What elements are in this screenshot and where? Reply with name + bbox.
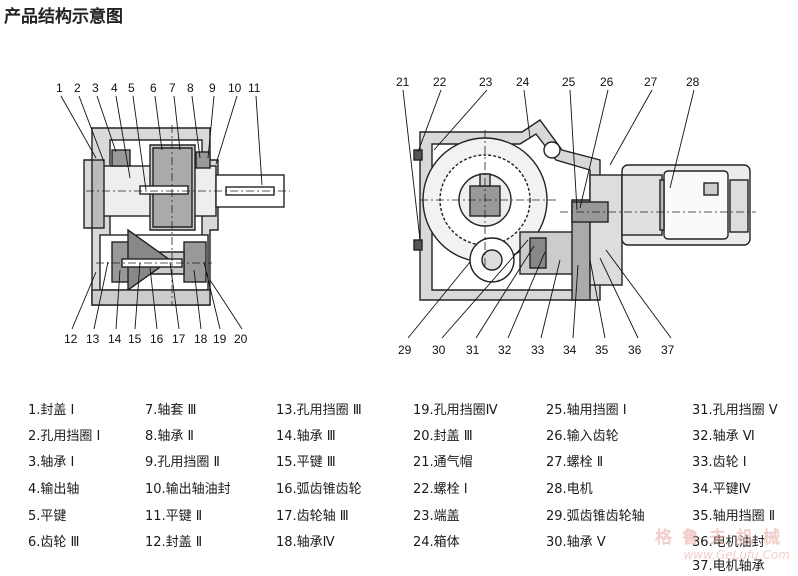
callout-11: 11	[248, 81, 261, 95]
callout-25: 25	[562, 75, 576, 89]
callout-9: 9	[209, 81, 216, 95]
right-leader-lines	[402, 89, 695, 339]
watermark-cn: 格鲁夫机械	[655, 528, 790, 548]
callout-28: 28	[686, 75, 700, 89]
callout-18: 18	[194, 332, 208, 346]
left-gearbox-section	[83, 125, 290, 306]
left-top-numbers: 1 2 3 4 5 6 7 8 9 10 11	[56, 81, 261, 95]
callout-21: 21	[396, 75, 410, 89]
callout-32: 32	[498, 343, 512, 357]
callout-36: 36	[628, 343, 642, 357]
watermark: 格鲁夫机械 www.GeLufu.Com	[655, 523, 790, 562]
callout-37: 37	[661, 343, 675, 357]
callout-12: 12	[64, 332, 78, 346]
callout-5: 5	[128, 81, 135, 95]
callout-29: 29	[398, 343, 412, 357]
callout-35: 35	[595, 343, 609, 357]
callout-16: 16	[150, 332, 164, 346]
watermark-en: www.GeLufu.Com	[683, 548, 790, 562]
callout-19: 19	[213, 332, 227, 346]
callout-8: 8	[187, 81, 194, 95]
callout-10: 10	[228, 81, 242, 95]
page-title: 产品结构示意图	[4, 7, 123, 27]
callout-4: 4	[111, 81, 118, 95]
callout-2: 2	[74, 81, 81, 95]
left-bottom-numbers: 12 13 14 15 16 17 18 19 20	[64, 332, 248, 346]
callout-30: 30	[432, 343, 446, 357]
callout-23: 23	[479, 75, 493, 89]
callout-14: 14	[108, 332, 122, 346]
callout-22: 22	[433, 75, 447, 89]
callout-6: 6	[150, 81, 157, 95]
callout-33: 33	[531, 343, 545, 357]
right-top-numbers: 21 22 23 24 25 26 27 28	[396, 75, 700, 89]
callout-26: 26	[600, 75, 614, 89]
callout-31: 31	[466, 343, 480, 357]
right-gearbox-section	[413, 119, 756, 301]
callout-1: 1	[56, 81, 63, 95]
callout-13: 13	[86, 332, 100, 346]
callout-27: 27	[644, 75, 658, 89]
callout-24: 24	[516, 75, 530, 89]
callout-3: 3	[92, 81, 99, 95]
callout-15: 15	[128, 332, 142, 346]
callout-34: 34	[563, 343, 577, 357]
callout-17: 17	[172, 332, 186, 346]
callout-7: 7	[169, 81, 176, 95]
callout-20: 20	[234, 332, 248, 346]
left-leader-lines	[60, 95, 263, 330]
right-bottom-numbers: 29 30 31 32 33 34 35 36 37	[398, 343, 675, 357]
